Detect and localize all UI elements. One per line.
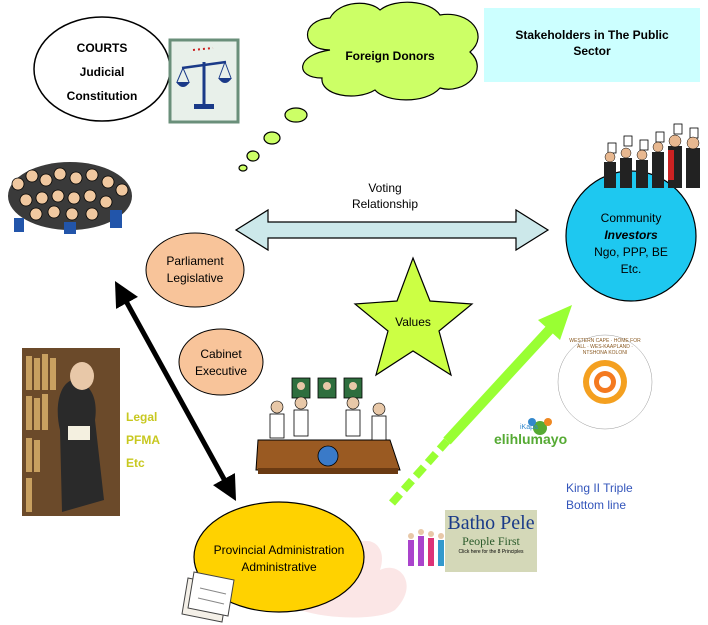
cabinet-executive: Executive <box>194 364 248 378</box>
parliament-crowd-picture <box>8 162 132 234</box>
elihlumayo-logo <box>528 418 552 435</box>
cabinet-meeting-picture <box>255 377 401 474</box>
stakeholders-title-line2: Sector <box>573 44 611 58</box>
batho-pele-title: Batho Pele <box>447 512 535 534</box>
foreign-donors-label: Foreign Donors <box>345 49 435 63</box>
community-etc: Etc. <box>620 262 642 276</box>
elihlumayo-label: iKapa elihlumayo <box>494 424 568 447</box>
voting-label-line2: Relationship <box>351 197 419 211</box>
parliament-label: Parliament Legislative <box>152 253 238 287</box>
elihlumayo-main: elihlumayo <box>494 431 568 447</box>
foreign-donors-cloud <box>238 1 479 172</box>
legal-title: Legal <box>126 410 158 424</box>
parliament-title: Parliament <box>166 254 224 268</box>
batho-pele-text: Batho Pele People First Click here for t… <box>445 512 537 556</box>
parliament-legislative: Legislative <box>166 271 224 285</box>
stakeholders-title-box <box>484 8 700 82</box>
voting-relationship-arrow <box>234 208 550 252</box>
batho-pele-logo <box>408 510 537 572</box>
batho-pele-click: Click here for the 8 Principles <box>458 549 524 555</box>
king-label: King II Triple Bottom line <box>566 480 676 514</box>
western-cape-logo <box>557 334 653 430</box>
legal-etc: Etc <box>126 456 145 470</box>
paper-stack-icon <box>181 571 235 623</box>
provincial-administrative: Administrative <box>241 560 317 574</box>
community-ngo: Ngo, PPP, BE <box>594 245 668 259</box>
community-label: Community Investors Ngo, PPP, BE Etc. <box>578 210 684 278</box>
provincial-ellipse <box>193 501 365 613</box>
stakeholders-title-line1: Stakeholders in The Public <box>515 28 669 42</box>
cabinet-title: Cabinet <box>200 347 242 361</box>
king-line2: Bottom line <box>566 498 627 512</box>
elihlumayo-small: iKapa <box>520 424 538 431</box>
courts-judicial: Judicial <box>79 65 125 79</box>
provincial-title: Provincial Administration <box>213 543 345 557</box>
values-star <box>353 256 474 377</box>
community-protest-icon <box>604 123 700 188</box>
accountability-green-arrow <box>389 305 572 506</box>
voting-label-line1: Voting <box>368 181 402 195</box>
legal-accountability-arrow <box>114 281 237 501</box>
legal-label: Legal PFMA Etc <box>126 406 176 475</box>
provincial-label: Provincial Administration Administrative <box>194 542 364 576</box>
batho-pele-subtitle: People First <box>462 534 520 548</box>
cabinet-label: Cabinet Executive <box>181 346 261 380</box>
justice-scales-icon <box>168 38 240 124</box>
library-photo <box>22 348 120 516</box>
king-line1: King II Triple <box>566 481 633 495</box>
legal-pfma: PFMA <box>126 433 160 447</box>
community-title: Community <box>600 211 662 225</box>
stakeholders-title: Stakeholders in The Public Sector <box>486 27 698 59</box>
western-cape-ring-text: WESTERN CAPE · HOME FOR ALL · WES-KAAPLA… <box>569 338 641 356</box>
values-label: Values <box>395 315 431 329</box>
voting-relationship-label: Voting Relationship <box>340 180 430 212</box>
community-investors: Investors <box>604 228 658 242</box>
courts-title: COURTS <box>76 41 128 55</box>
courts-constitution: Constitution <box>66 89 138 103</box>
courts-label: COURTS Judicial Constitution <box>50 36 154 108</box>
